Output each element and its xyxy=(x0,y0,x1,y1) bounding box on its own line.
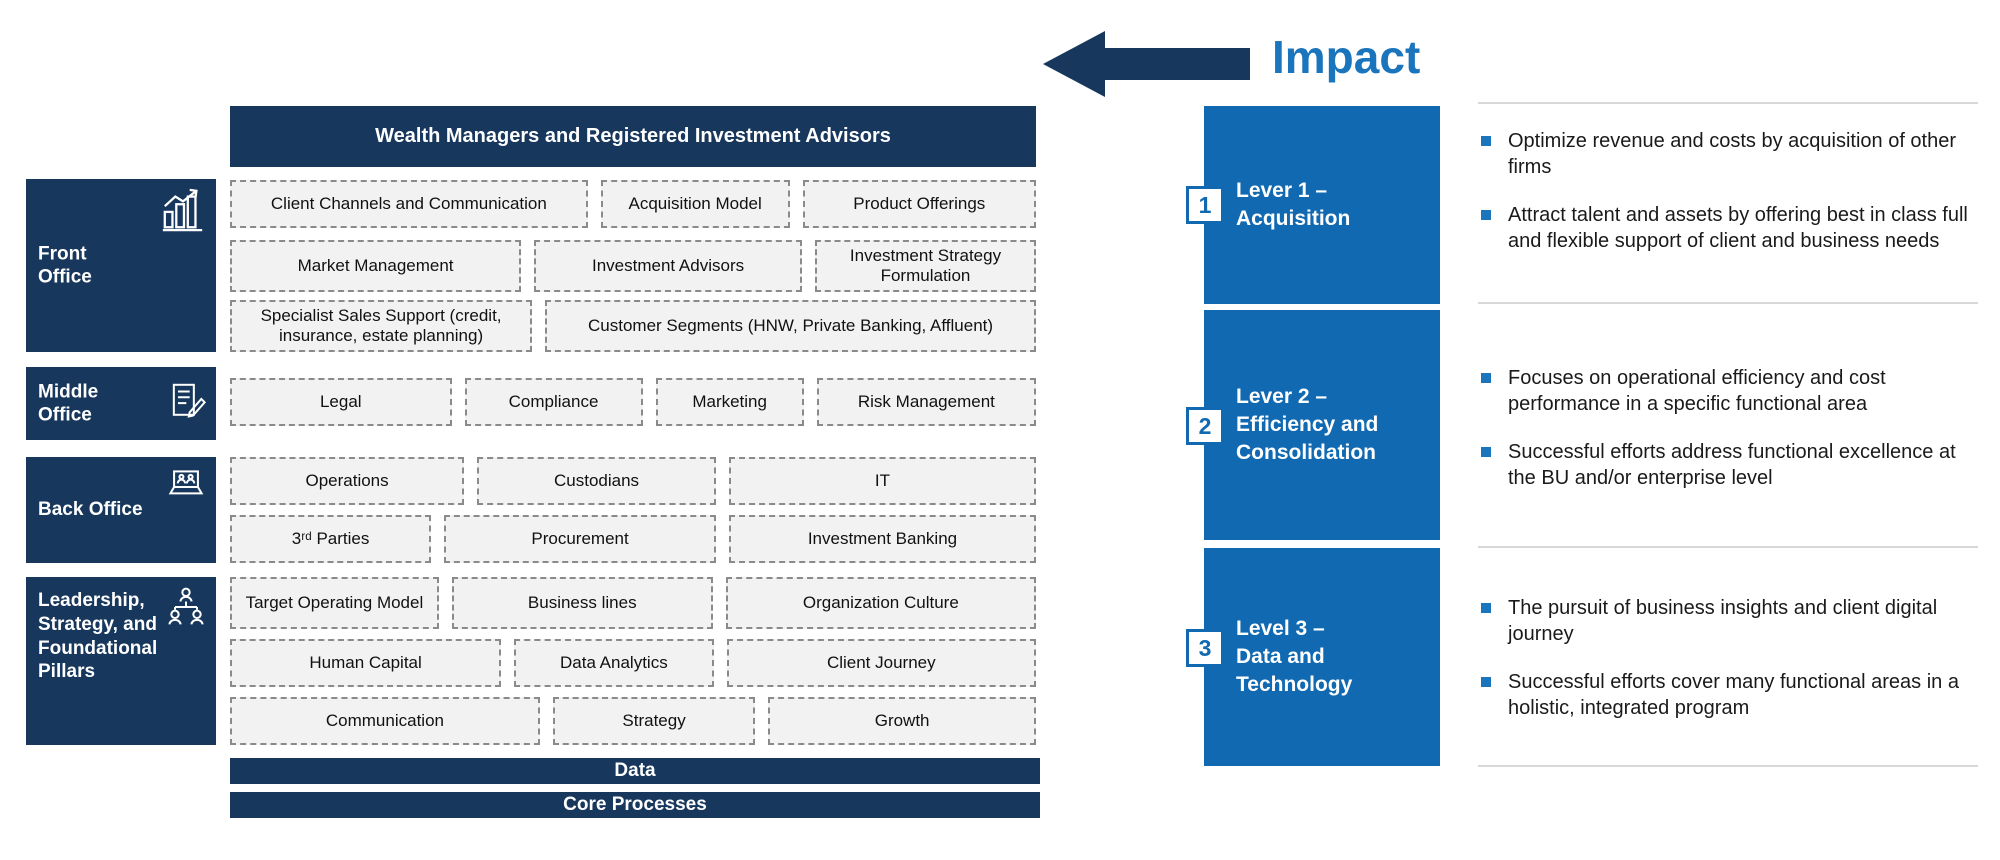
back-office-row-1: Operations Custodians IT xyxy=(230,457,1037,505)
org-header-banner: Wealth Managers and Registered Investmen… xyxy=(230,106,1036,167)
front-office-row-2: Market Management Investment Advisors In… xyxy=(230,240,1036,292)
org-box: Customer Segments (HNW, Private Banking,… xyxy=(545,300,1036,352)
data-bar: Data xyxy=(230,758,1040,784)
front-office-row-3: Specialist Sales Support (credit, insura… xyxy=(230,300,1036,352)
org-box: Client Journey xyxy=(726,639,1036,687)
divider xyxy=(1478,765,1978,767)
bullet-square-icon xyxy=(1481,447,1491,457)
bullet-text: The pursuit of business insights and cli… xyxy=(1508,597,1938,645)
org-box: Investment Strategy Formulation xyxy=(814,240,1036,292)
org-box: Marketing xyxy=(655,378,804,426)
org-box: IT xyxy=(728,457,1037,505)
middle-office-label-text: Middle Office xyxy=(38,380,99,426)
org-box: Human Capital xyxy=(230,639,502,687)
document-pen-icon xyxy=(168,380,208,427)
org-box: Business lines xyxy=(451,577,713,629)
bullet-square-icon xyxy=(1481,373,1491,383)
bullet-square-icon xyxy=(1481,677,1491,687)
lever-3-bullets: The pursuit of business insights and cli… xyxy=(1478,595,1978,743)
laptop-users-icon xyxy=(164,465,208,516)
leadership-row-3: Communication Strategy Growth xyxy=(230,697,1037,745)
org-box: Growth xyxy=(768,697,1037,745)
leadership-label: Leadership, Strategy, and Foundational P… xyxy=(26,577,216,745)
lever-1-number-badge: 1 xyxy=(1186,186,1224,224)
org-box: Investment Banking xyxy=(728,515,1036,563)
lever-2-title: Lever 2 – Efficiency and Consolidation xyxy=(1236,385,1379,464)
org-box: Market Management xyxy=(230,240,522,292)
bullet-item: Attract talent and assets by offering be… xyxy=(1478,202,1978,254)
org-box: Client Channels and Communication xyxy=(230,180,588,228)
org-box: Legal xyxy=(230,378,452,426)
divider xyxy=(1478,102,1978,104)
org-box: Acquisition Model xyxy=(600,180,790,228)
middle-office-row-1: Legal Compliance Marketing Risk Manageme… xyxy=(230,378,1036,426)
bullet-item: Focuses on operational efficiency and co… xyxy=(1478,365,1978,417)
lever-1-bullets: Optimize revenue and costs by acquisitio… xyxy=(1478,128,1978,276)
org-box: Organization Culture xyxy=(725,577,1036,629)
lever-2-number-badge: 2 xyxy=(1186,407,1224,445)
lever-2-bullets: Focuses on operational efficiency and co… xyxy=(1478,365,1978,513)
front-office-label-text: Front Office xyxy=(38,242,92,288)
impact-label: Impact xyxy=(1272,31,1421,83)
bullet-item: The pursuit of business insights and cli… xyxy=(1478,595,1978,647)
growth-chart-icon xyxy=(160,187,206,240)
leadership-row-1: Target Operating Model Business lines Or… xyxy=(230,577,1036,629)
org-box: Operations xyxy=(230,457,465,505)
bullet-text: Optimize revenue and costs by acquisitio… xyxy=(1508,130,1957,178)
org-box: Custodians xyxy=(477,457,716,505)
bullet-item: Successful efforts cover many functional… xyxy=(1478,669,1978,721)
org-box: Specialist Sales Support (credit, insura… xyxy=(230,300,533,352)
divider xyxy=(1478,546,1978,548)
lever-1-box: Lever 1 – Acquisition xyxy=(1204,106,1440,304)
org-box: Strategy xyxy=(552,697,756,745)
bullet-square-icon xyxy=(1481,136,1491,146)
front-office-row-1: Client Channels and Communication Acquis… xyxy=(230,180,1036,228)
bullet-square-icon xyxy=(1481,603,1491,613)
bullet-item: Optimize revenue and costs by acquisitio… xyxy=(1478,128,1978,180)
divider xyxy=(1478,302,1978,304)
back-office-label-text: Back Office xyxy=(38,499,143,521)
lever-2-box: Lever 2 – Efficiency and Consolidation xyxy=(1204,310,1440,540)
org-box: Target Operating Model xyxy=(230,577,439,629)
bullet-item: Successful efforts address functional ex… xyxy=(1478,439,1978,491)
bullet-text: Successful efforts cover many functional… xyxy=(1508,671,1959,719)
org-box: 3ʳᵈ Parties xyxy=(230,515,432,563)
leadership-row-2: Human Capital Data Analytics Client Jour… xyxy=(230,639,1036,687)
bullet-square-icon xyxy=(1481,210,1491,220)
lever-3-title: Level 3 – Data and Technology xyxy=(1236,617,1353,696)
bullet-text: Successful efforts address functional ex… xyxy=(1508,441,1956,489)
org-box: Investment Advisors xyxy=(534,240,802,292)
org-box: Communication xyxy=(230,697,540,745)
org-chart-icon xyxy=(164,585,208,636)
core-processes-bar: Core Processes xyxy=(230,792,1040,818)
bullet-text: Focuses on operational efficiency and co… xyxy=(1508,367,1886,415)
lever-3-number-badge: 3 xyxy=(1186,629,1224,667)
middle-office-label: Middle Office xyxy=(26,367,216,440)
lever-3-box: Level 3 – Data and Technology xyxy=(1204,548,1440,766)
bullet-text: Attract talent and assets by offering be… xyxy=(1508,204,1968,252)
org-box: Compliance xyxy=(464,378,643,426)
org-box: Procurement xyxy=(444,515,716,563)
org-box: Data Analytics xyxy=(514,639,714,687)
back-office-label: Back Office xyxy=(26,457,216,563)
front-office-label: Front Office xyxy=(26,179,216,352)
leadership-label-text: Leadership, Strategy, and Foundational P… xyxy=(38,590,158,683)
lever-1-title: Lever 1 – Acquisition xyxy=(1236,179,1351,230)
back-office-row-2: 3ʳᵈ Parties Procurement Investment Banki… xyxy=(230,515,1036,563)
org-box: Product Offerings xyxy=(802,180,1036,228)
org-box: Risk Management xyxy=(816,378,1036,426)
impact-arrow-icon xyxy=(1043,31,1250,97)
